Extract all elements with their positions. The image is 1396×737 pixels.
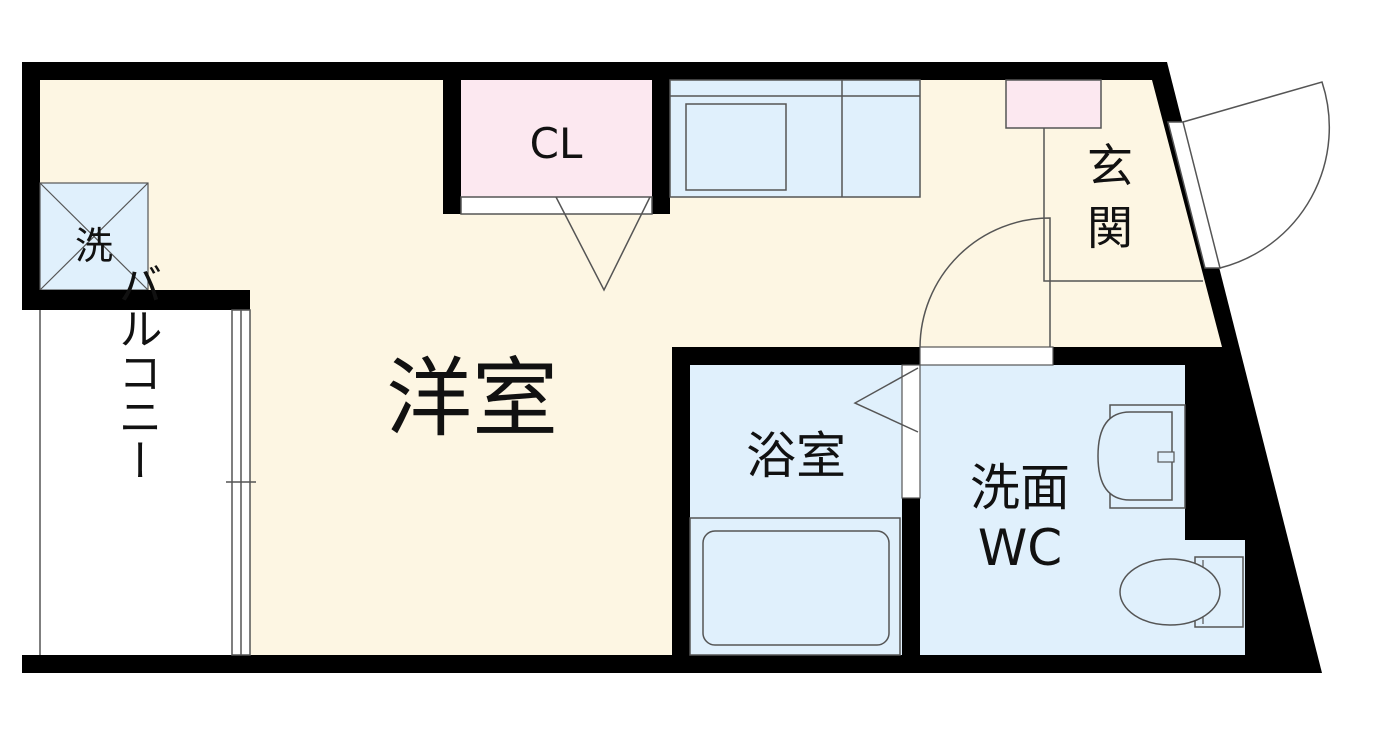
bath-label: 浴室 <box>746 427 846 485</box>
laundry-label: 洗 <box>75 224 113 268</box>
bath-door-swing-icon <box>853 367 919 433</box>
wash-basin-icon <box>1097 411 1173 501</box>
laundry-cross <box>39 182 149 291</box>
washroom-door-gap <box>919 346 1054 366</box>
western-room-floor <box>40 80 1222 655</box>
bath-door-gap <box>901 364 921 499</box>
entrance-door-swing-icon <box>1182 81 1331 269</box>
washroom-label-1: 洗面 <box>970 459 1070 517</box>
western-room-label: 洋室 <box>386 349 558 449</box>
bathtub-inner <box>702 530 890 646</box>
kitchen-sink-icon <box>685 103 787 191</box>
entrance-label-1: 玄 <box>1087 139 1133 193</box>
basin-faucet <box>1157 451 1175 463</box>
toilet-icon <box>1119 558 1221 626</box>
washroom-door-swing-icon <box>919 217 1051 348</box>
entrance-step-line <box>1043 128 1203 282</box>
balcony-label: バルコニー <box>111 262 162 482</box>
closet-floor <box>461 80 652 197</box>
washroom-label-2: WC <box>978 519 1062 577</box>
closet-door-swing-icon <box>555 196 651 292</box>
closet-label: CL <box>530 119 583 168</box>
laundry-wall-bottom <box>22 290 250 310</box>
entrance-label-2: 関 <box>1087 201 1133 255</box>
balcony-area <box>22 310 250 655</box>
shoe-cabinet-icon <box>1005 79 1102 129</box>
